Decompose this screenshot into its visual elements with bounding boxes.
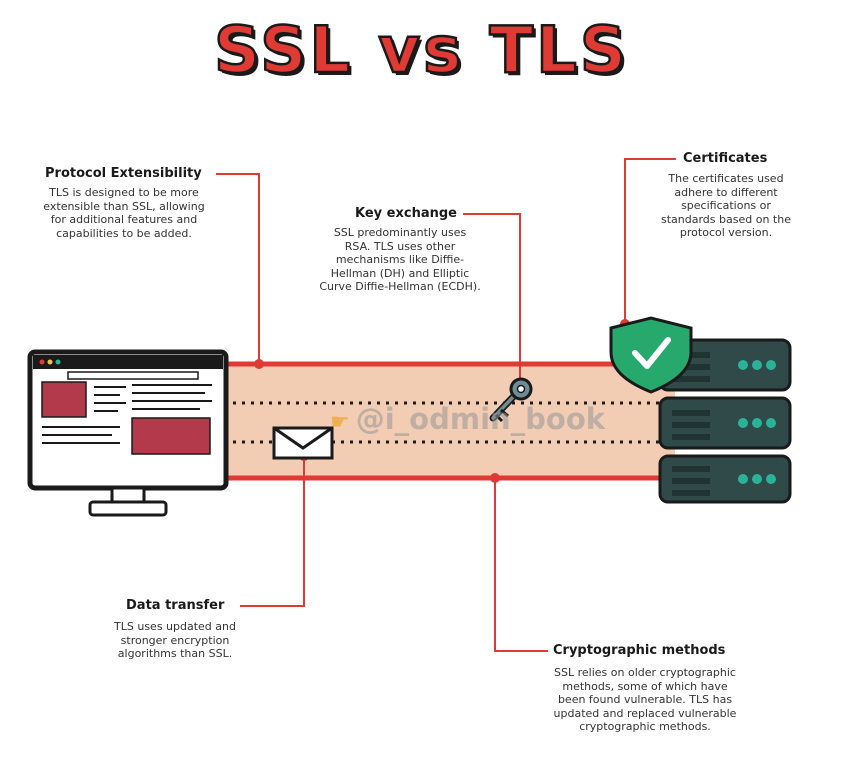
- watermark: ☛@i_odmin_book: [330, 402, 605, 436]
- secure-tunnel: [205, 361, 675, 481]
- key-icon: [489, 377, 533, 423]
- cryptographic-methods-body: SSL relies on older cryptographic method…: [553, 666, 737, 733]
- certificates-title: Certificates: [683, 151, 768, 166]
- key-exchange-leader: [463, 213, 521, 380]
- data-transfer-body: TLS uses updated and stronger encryption…: [114, 620, 236, 660]
- callout-lines: [216, 158, 676, 652]
- envelope-icon: [272, 426, 334, 460]
- key-exchange-title: Key exchange: [355, 206, 457, 221]
- cryptographic-methods-title: Cryptographic methods: [553, 643, 726, 658]
- certificates-body: The certificates used adhere to differen…: [661, 172, 791, 239]
- watermark-text: @i_odmin_book: [355, 402, 606, 436]
- data-transfer-leader: [240, 456, 305, 607]
- server-rack-icon: [658, 338, 792, 504]
- protocol-extensibility-body: TLS is designed to be more extensible th…: [43, 186, 205, 240]
- certificates-leader: [624, 158, 676, 324]
- page-title: SSL vs TLS: [213, 13, 629, 90]
- pointing-hand-icon: ☛: [330, 410, 350, 435]
- protocol-extensibility-leader: [216, 173, 260, 364]
- computer-monitor-icon: [27, 349, 229, 517]
- protocol-extensibility-title: Protocol Extensibility: [45, 166, 202, 181]
- shield-check-icon: [609, 316, 693, 394]
- data-transfer-title: Data transfer: [126, 598, 225, 613]
- cryptographic-methods-leader: [494, 478, 548, 652]
- key-exchange-body: SSL predominantly uses RSA. TLS uses oth…: [319, 226, 481, 293]
